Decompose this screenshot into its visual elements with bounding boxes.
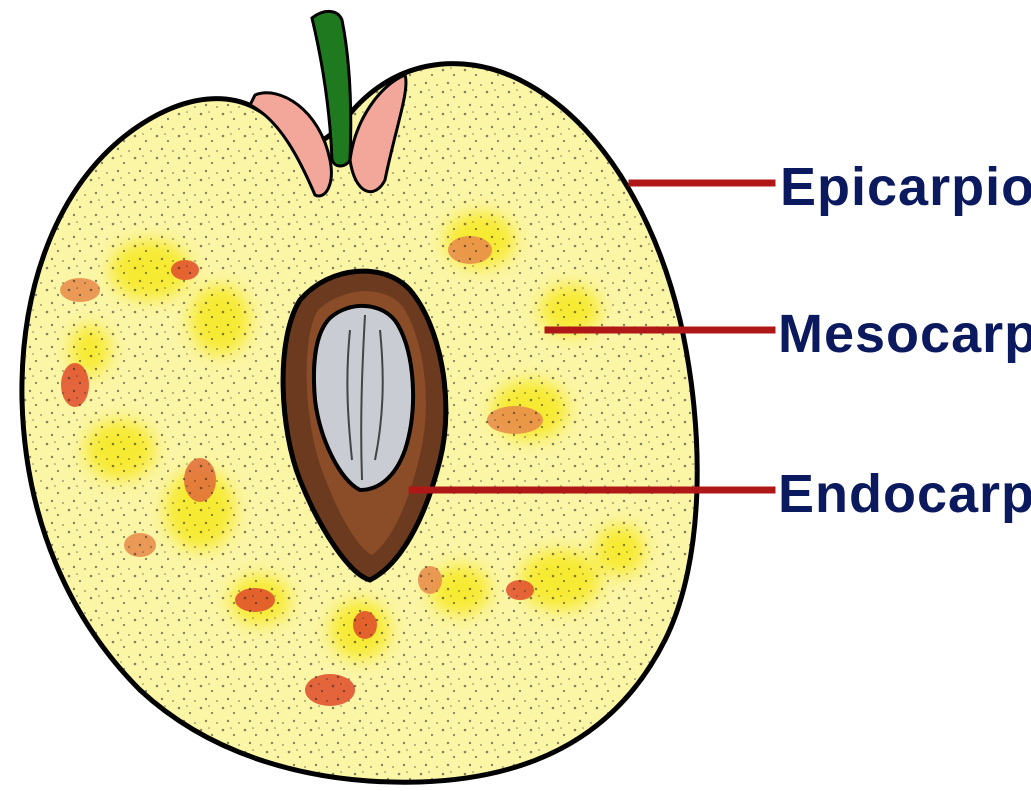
epicarp-label: Epicarpio	[780, 157, 1031, 217]
endocarp-label: Endocarpio	[778, 464, 1031, 524]
mesocarp-label: Mesocarpio	[778, 304, 1031, 364]
fruit-cross-section-icon	[22, 11, 697, 782]
